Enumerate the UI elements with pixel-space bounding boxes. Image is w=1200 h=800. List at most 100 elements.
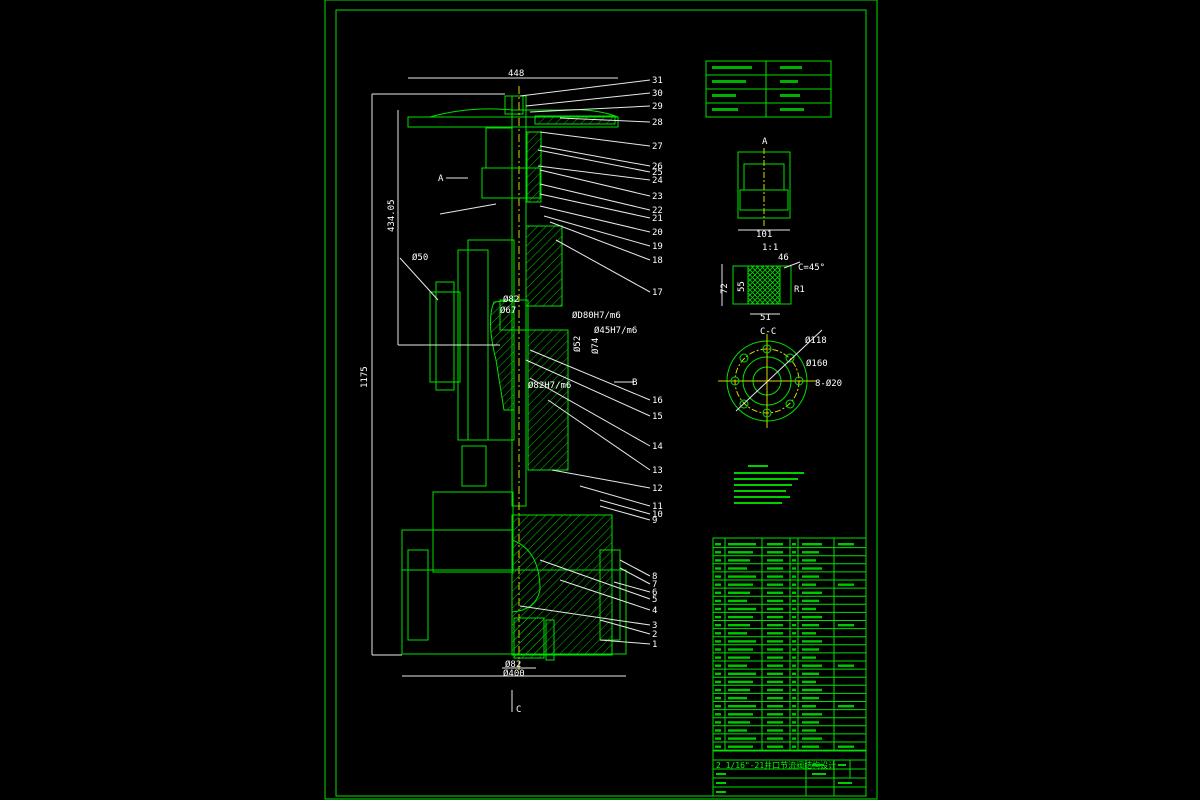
bom-cell-text (792, 656, 796, 659)
callout-leader (539, 145, 651, 167)
callout-leader (539, 169, 651, 197)
bom-cell-text (715, 624, 721, 627)
bom-cell-text (715, 680, 721, 684)
callout-leader (547, 399, 651, 471)
bom-cell-text (792, 713, 796, 716)
handwheel-height-dim: 434.05 (387, 199, 397, 232)
bom-cell-text (728, 688, 750, 692)
bom-cell-text (767, 599, 783, 603)
bom-cell-text (715, 713, 721, 716)
part-number-5: 5 (652, 595, 657, 605)
bom-cell-text (792, 567, 796, 570)
bom-cell-text (792, 648, 796, 651)
bottom-dia-1: Ø82 (505, 659, 521, 670)
bom-cell-text (792, 721, 796, 724)
bom-cell-text (767, 632, 783, 635)
bom-cell-text (728, 583, 753, 586)
bom-cell-text (728, 632, 747, 635)
bom-cell-text (792, 632, 796, 635)
bom-cell-text (715, 737, 721, 740)
bom-cell-text (767, 648, 783, 651)
bom-cell-text (728, 713, 753, 716)
bom-cell-text (715, 656, 721, 659)
bom-cell-text (728, 567, 747, 570)
detail-a-label: A (762, 137, 768, 147)
bom-cell-text (802, 567, 822, 570)
bom-cell-text (728, 543, 756, 546)
part-number-9: 9 (652, 516, 657, 526)
bom-cell-text (767, 721, 783, 724)
bom-cell-text (802, 664, 822, 667)
callout-leader (619, 559, 651, 577)
part-number-4: 4 (652, 606, 657, 616)
part-number-2: 2 (652, 630, 657, 640)
bom-cell-text (792, 745, 796, 748)
callout-leader (551, 469, 651, 489)
bom-cell-text (792, 615, 796, 619)
packing-dim-2: 55 (737, 281, 747, 292)
part-number-7: 7 (652, 580, 657, 590)
detail-packing-label: 1:1 (762, 243, 778, 253)
bom-cell-text (728, 624, 750, 627)
part-number-12: 12 (652, 484, 663, 494)
bom-cell-text (767, 688, 783, 692)
callout-leader (619, 567, 651, 585)
callout-leader (559, 579, 651, 611)
bom-cell-text (728, 591, 750, 594)
bom-cell-text (728, 672, 756, 675)
part-number-15: 15 (652, 412, 663, 422)
bom-cell-text (715, 721, 721, 724)
bom-cell-text (728, 599, 747, 603)
fit-label-5: Ø82H7/m6 (528, 380, 571, 391)
detail-packing-view: 1:1 72 55 51 46 C=45° R1 (720, 243, 825, 323)
bom-cell-text (728, 664, 747, 667)
bom-cell-text (715, 745, 721, 748)
bom-cell-text (715, 583, 721, 586)
bom-cell-text (767, 607, 783, 611)
bom-cell-text (802, 599, 819, 603)
bom-cell-text (802, 648, 819, 651)
bom-rows (713, 543, 866, 751)
bom-cell-text (802, 688, 822, 692)
packing-dim-4: 46 (778, 253, 789, 263)
bom-cell-text (728, 745, 753, 748)
bom-cell-text (802, 583, 816, 586)
part-number-3: 3 (652, 621, 657, 631)
part-number-20: 20 (652, 228, 663, 238)
callout-leader (539, 205, 651, 233)
bom-cell-text (767, 680, 783, 684)
part-number-14: 14 (652, 442, 663, 452)
callout-leader (599, 505, 651, 521)
bom-cell-text (767, 664, 783, 667)
bom-cell-text (838, 624, 854, 627)
part-number-8: 8 (652, 572, 657, 582)
bom-cell-text (802, 543, 822, 546)
flange-dim-3: 8-Ø20 (815, 378, 842, 389)
bom-cell-text (802, 640, 822, 643)
section-marker-c: C (516, 705, 521, 715)
bom-cell-text (792, 640, 796, 643)
bom-cell-text (792, 737, 796, 740)
bom-cell-text (715, 543, 721, 546)
bom-cell-text (728, 640, 756, 643)
callout-leader (519, 79, 651, 97)
bom-cell-text (767, 713, 783, 716)
bom-cell-text (715, 688, 721, 692)
bom-cell-text (802, 672, 819, 675)
bom-cell-text (802, 721, 819, 724)
bom-cell-text (767, 624, 783, 627)
bom-cell-text (767, 551, 783, 554)
part-number-21: 21 (652, 214, 663, 224)
callout-leader (559, 117, 651, 123)
bom-cell-text (715, 607, 721, 611)
bom-cell-text (767, 745, 783, 748)
part-number-10: 10 (652, 510, 663, 520)
bom-cell-text (838, 543, 854, 546)
drawing-title: 2 1/16"-21井口节流阀结构设计 (716, 760, 836, 770)
bom-cell-text (715, 664, 721, 667)
bom-cell-text (792, 551, 796, 554)
callout-leader (543, 215, 651, 247)
left-dim-1: Ø67 (500, 305, 516, 316)
bom-cell-text (767, 591, 783, 594)
overall-width-dim: 448 (508, 69, 524, 79)
